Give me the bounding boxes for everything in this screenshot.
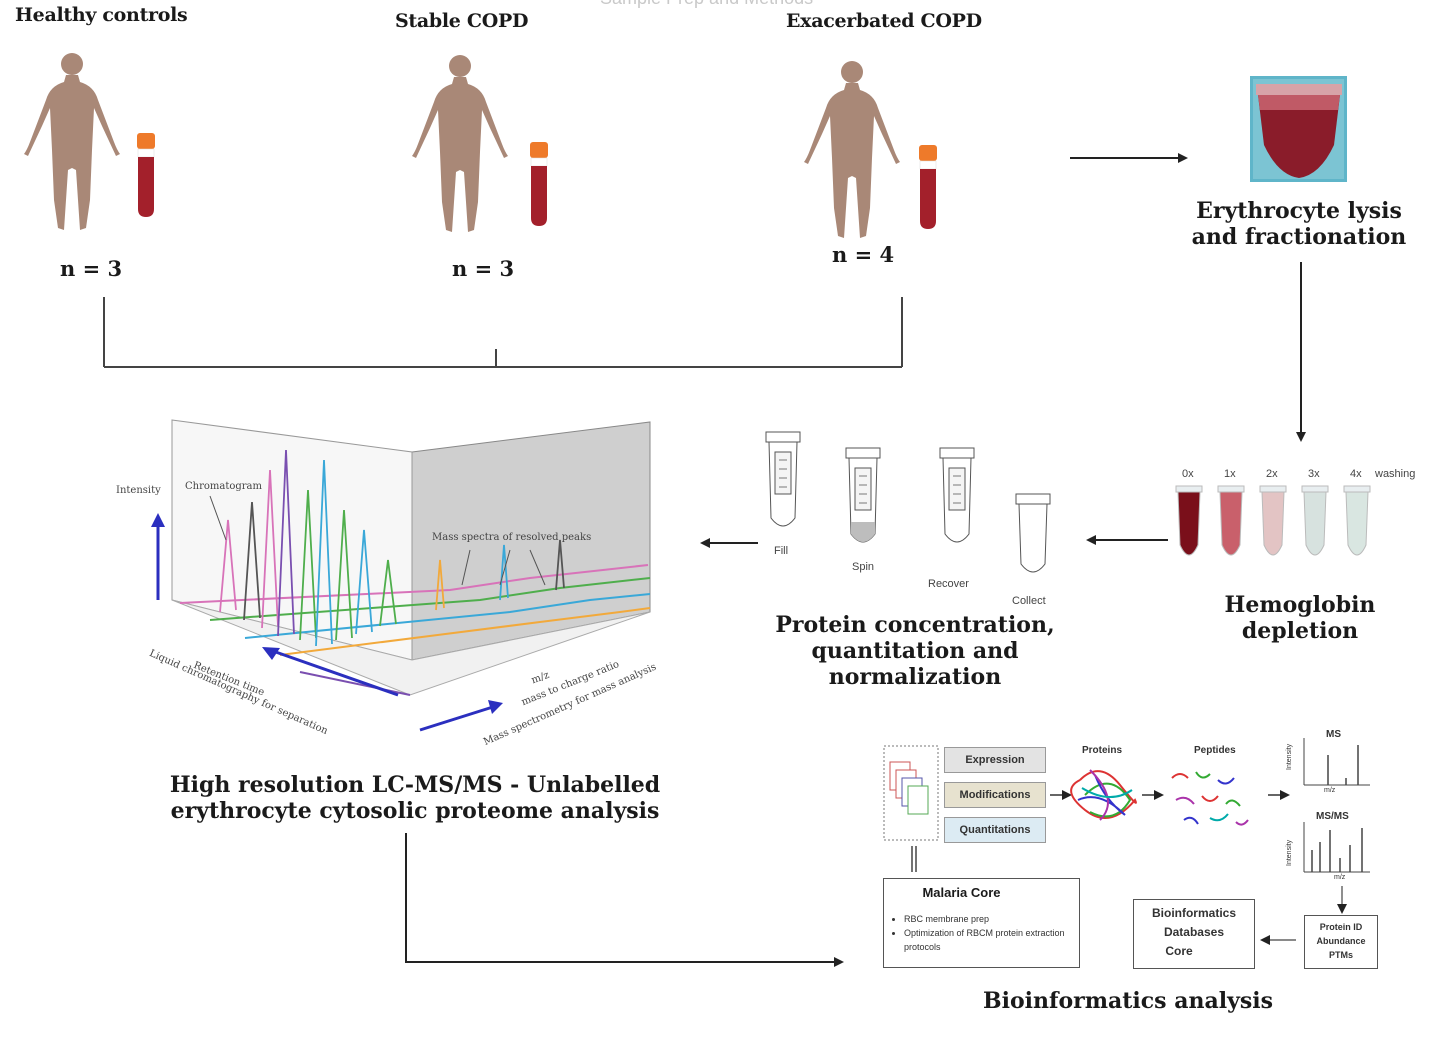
wash-label-0x: 0x (1182, 468, 1194, 480)
proteins-label: Proteins (1082, 745, 1123, 756)
malaria-core-item: Optimization of RBCM protein extraction … (904, 926, 1079, 954)
wash-label-1x: 1x (1224, 468, 1236, 480)
wash-label-3x: 3x (1308, 468, 1320, 480)
protein-concentration-label: Protein concentration, quantitation and … (726, 612, 1104, 690)
wash-tube-2x (1259, 485, 1287, 556)
ms-intensity-label: Intensity (1286, 743, 1293, 770)
wash-tube-1x (1217, 485, 1245, 556)
protein-label-line1: Protein concentration, (775, 612, 1055, 638)
lcms-label-line1: High resolution LC-MS/MS - Unlabelled (169, 772, 661, 798)
filter-step-label-fill: Fill (774, 545, 789, 557)
filter-step-label-spin: Spin (852, 561, 875, 573)
protein-label-line2: quantitation and normalization (811, 638, 1019, 690)
group-label-healthy: Healthy controls (15, 4, 188, 26)
lysis-label: Erythrocyte lysis and fractionation (1186, 198, 1412, 250)
group-label-exacerbated: Exacerbated COPD (786, 10, 982, 32)
malaria-core-title: Malaria Core (922, 885, 1001, 900)
bioinformatics-databases-core-box: Bioinformatics Databases Core (1133, 899, 1255, 969)
wash-tube-4x (1343, 485, 1371, 556)
lysis-label-line1: Erythrocyte lysis (1196, 198, 1402, 224)
human-figure-exacerbated (804, 61, 900, 238)
bioinformatics-panel (883, 738, 1370, 964)
msms-label: MS/MS (1316, 811, 1349, 822)
hemoglobin-label-line2: depletion (1241, 618, 1359, 644)
feature-expression: Expression (944, 747, 1046, 773)
bioinformatics-label-title: Bioinformatics analysis (983, 988, 1273, 1014)
bioinformatics-label: Bioinformatics analysis (980, 988, 1276, 1014)
filter-device-recover (939, 447, 975, 543)
blood-tube-healthy (136, 132, 156, 218)
peptides-label: Peptides (1194, 745, 1236, 756)
filter-device-collect (1015, 493, 1051, 573)
human-figure-healthy (24, 53, 120, 230)
ms-label: MS (1326, 729, 1341, 740)
protein-id-line3: PTMs (1328, 950, 1353, 960)
lcms-label-line2: erythrocyte cytosolic proteome analysis (170, 798, 660, 824)
filter-device-spin (845, 447, 881, 543)
arrow-to-bioinformatics (405, 833, 844, 967)
hemoglobin-label-line1: Hemoglobin (1224, 592, 1376, 618)
n-label-healthy: n = 3 (60, 256, 123, 281)
protein-id-text: Protein ID Abundance PTMs (1305, 920, 1377, 962)
protein-id-line1: Protein ID (1319, 922, 1363, 932)
faded-header-text: Sample Prep and Methods (600, 0, 813, 9)
feature-modifications: Modifications (944, 782, 1046, 808)
filter-step-label-collect: Collect (1012, 595, 1046, 607)
bioinf-core-line1: Bioinformatics (1151, 906, 1236, 920)
lcms-label: High resolution LC-MS/MS - Unlabelled er… (160, 772, 670, 824)
malaria-core-box: Malaria Core RBC membrane prep Optimizat… (883, 878, 1080, 968)
chrom-chromatogram-label: Chromatogram (185, 481, 263, 492)
protein-id-line2: Abundance (1316, 936, 1366, 946)
hemoglobin-label: Hemoglobin depletion (1200, 592, 1400, 644)
wash-tube-3x (1301, 485, 1329, 556)
group-label-stable: Stable COPD (395, 10, 529, 32)
chromatogram-plot (151, 419, 651, 732)
human-figure-stable (412, 55, 508, 232)
blood-tube-stable (529, 141, 549, 227)
filter-devices-group (765, 431, 1051, 573)
lysis-photo (1250, 76, 1347, 182)
protein-id-box: Protein ID Abundance PTMs (1304, 915, 1378, 969)
bioinf-core-line2: Databases (1163, 925, 1225, 939)
bioinf-core-line3: Core (1165, 944, 1193, 958)
n-label-stable: n = 3 (452, 256, 515, 281)
wash-tube-0x (1175, 485, 1203, 556)
malaria-core-list: RBC membrane prep Optimization of RBCM p… (884, 912, 1079, 954)
group-bracket (103, 297, 903, 368)
washing-tubes-group (1175, 485, 1371, 556)
chrom-mass-spectra-label: Mass spectra of resolved peaks (432, 532, 592, 543)
filter-step-label-recover: Recover (928, 578, 969, 590)
feature-quantitations: Quantitations (944, 817, 1046, 843)
wash-label-2x: 2x (1266, 468, 1278, 480)
bioinformatics-core-text: Bioinformatics Databases Core (1134, 904, 1254, 961)
lysis-label-line2: and fractionation (1191, 224, 1407, 250)
blood-tube-exacerbated (918, 144, 938, 230)
ms-mz-label: m/z (1324, 787, 1336, 794)
malaria-core-item: RBC membrane prep (904, 912, 1079, 926)
wash-label-4x: 4x (1350, 468, 1362, 480)
msms-intensity-label: Intensity (1286, 839, 1293, 866)
msms-mz-label: m/z (1334, 874, 1346, 881)
washing-suffix-label: washing (1375, 468, 1416, 480)
chrom-intensity-label: Intensity (116, 485, 161, 496)
filter-device-fill (765, 431, 801, 527)
n-label-exacerbated: n = 4 (832, 242, 895, 267)
